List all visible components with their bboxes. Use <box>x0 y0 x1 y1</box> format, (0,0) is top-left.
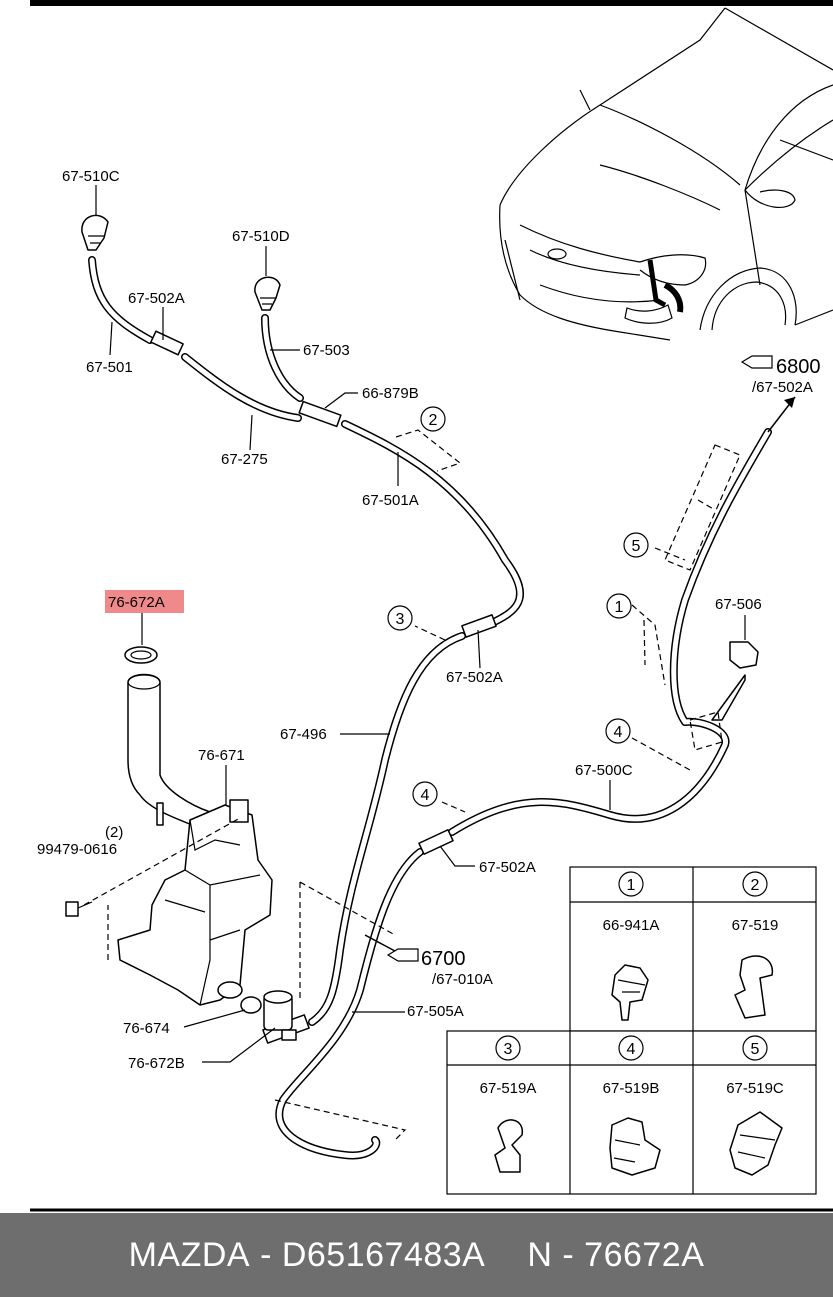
clip-67-506 <box>711 641 759 721</box>
svg-text:4: 4 <box>627 1041 636 1058</box>
hose-connectors <box>150 330 497 1044</box>
svg-text:1: 1 <box>627 877 636 894</box>
svg-text:66-941A: 66-941A <box>603 917 660 934</box>
label-67-275: 67-275 <box>221 451 268 468</box>
dashed-guides <box>83 396 796 1141</box>
label-76-674: 76-674 <box>123 1020 170 1037</box>
car-illustration <box>499 7 833 341</box>
nozzle-67-510C <box>81 214 109 251</box>
ref-6800: 6800 /67-502A <box>740 355 821 396</box>
callout-4b: 4 <box>412 781 438 807</box>
footer-separator: - <box>260 1235 272 1274</box>
hose-lines <box>88 256 772 1160</box>
footer-part-number: D65167483A <box>281 1235 486 1274</box>
label-99479-0616: 99479-0616 <box>37 841 117 858</box>
legend-cell-5: 5 67-519C <box>726 1035 784 1176</box>
footer-brand: MAZDA <box>128 1235 251 1274</box>
callout-5: 5 <box>623 532 649 558</box>
svg-text:/67-010A: /67-010A <box>432 971 493 988</box>
svg-text:3: 3 <box>504 1041 513 1058</box>
footer-n-separator: - <box>562 1235 575 1274</box>
callout-circles: 2 3 5 1 4 4 <box>387 406 649 807</box>
clip-legend-table: 1 66-941A 2 67-519 3 67-519A 4 67-519B 5 <box>446 866 817 1195</box>
leader-lines <box>95 185 746 1063</box>
footer-n-number: 76672A <box>584 1235 705 1274</box>
nozzle-67-510D <box>254 276 281 311</box>
svg-text:4: 4 <box>614 724 623 741</box>
label-67-500C: 67-500C <box>575 762 633 779</box>
svg-text:3: 3 <box>396 611 405 628</box>
footer-n-label: N <box>527 1235 553 1274</box>
svg-text:5: 5 <box>632 538 641 555</box>
label-67-502A-top: 67-502A <box>128 290 185 307</box>
svg-text:67-519: 67-519 <box>732 917 779 934</box>
washer-pump <box>240 990 297 1041</box>
label-67-510C: 67-510C <box>62 168 120 185</box>
label-66-879B: 66-879B <box>362 385 419 402</box>
label-76-672B: 76-672B <box>128 1055 185 1072</box>
ref-6700: 6700 /67-010A <box>386 948 493 988</box>
callout-1: 1 <box>606 593 632 619</box>
callout-4a: 4 <box>605 718 631 744</box>
svg-text:6700: 6700 <box>421 948 466 970</box>
svg-text:67-519C: 67-519C <box>726 1080 784 1097</box>
svg-text:4: 4 <box>421 787 430 804</box>
legend-cell-3: 3 67-519A <box>480 1035 537 1173</box>
svg-text:2: 2 <box>751 877 760 894</box>
svg-text:2: 2 <box>429 412 438 429</box>
svg-text:/67-502A: /67-502A <box>752 379 813 396</box>
label-67-505A: 67-505A <box>407 1003 464 1020</box>
svg-text:67-519A: 67-519A <box>480 1080 537 1097</box>
bolt-99479-0616 <box>65 901 93 917</box>
label-67-506: 67-506 <box>715 596 762 613</box>
callout-3: 3 <box>387 605 413 631</box>
label-67-502A-low: 67-502A <box>479 859 536 876</box>
label-qty: (2) <box>105 824 123 841</box>
svg-text:67-519B: 67-519B <box>603 1080 660 1097</box>
footer-bar: MAZDA - D65167483A N - 76672A <box>0 1213 833 1297</box>
label-67-501: 67-501 <box>86 359 133 376</box>
legend-cell-2: 2 67-519 <box>732 871 779 1019</box>
part-labels: 67-510C 67-510D 67-502A 67-501 67-503 66… <box>37 168 821 1072</box>
svg-text:6800: 6800 <box>776 356 821 378</box>
washer-tank <box>117 646 273 1006</box>
label-67-510D: 67-510D <box>232 228 290 245</box>
label-67-501A: 67-501A <box>362 492 419 509</box>
label-67-503: 67-503 <box>303 342 350 359</box>
label-67-502A-mid: 67-502A <box>446 669 503 686</box>
svg-text:5: 5 <box>751 1041 760 1058</box>
legend-cell-1: 1 66-941A <box>603 871 660 1021</box>
legend-cell-4: 4 67-519B <box>603 1035 661 1176</box>
label-76-671: 76-671 <box>198 747 245 764</box>
callout-2: 2 <box>420 406 446 432</box>
svg-text:1: 1 <box>615 599 624 616</box>
label-76-672A: 76-672A <box>108 594 165 611</box>
label-67-496: 67-496 <box>280 726 327 743</box>
highlight-76-672A <box>105 590 184 613</box>
